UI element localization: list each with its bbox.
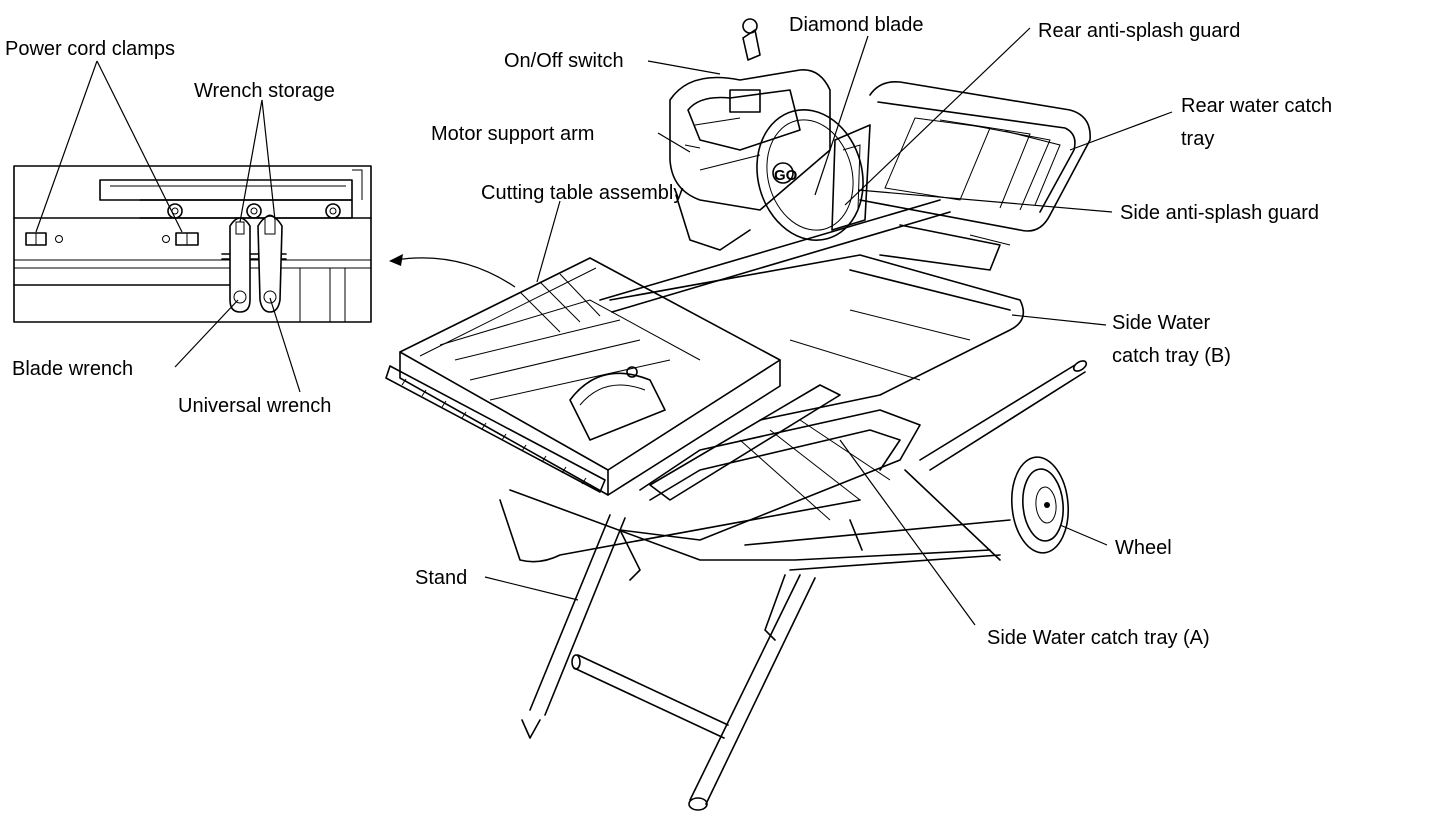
label-wrench-storage: Wrench storage xyxy=(194,80,335,102)
label-cutting-table-assembly: Cutting table assembly xyxy=(481,182,684,204)
water-catch-trays xyxy=(609,254,1025,541)
leader-lines xyxy=(35,27,1173,626)
diamond-blade: GO xyxy=(756,109,864,241)
label-side-water-catch-tray-b-line1: Side Water xyxy=(1112,312,1211,334)
label-rear-water-catch-tray-line2: tray xyxy=(1181,128,1215,150)
motor-assembly xyxy=(669,18,831,251)
label-side-anti-splash-guard: Side anti-splash guard xyxy=(1120,202,1320,224)
label-rear-anti-splash-guard: Rear anti-splash guard xyxy=(1038,20,1241,42)
label-side-water-catch-tray-a: Side Water catch tray (A) xyxy=(987,627,1210,649)
side-anti-splash-guard xyxy=(831,124,871,231)
blade-logo-text: GO xyxy=(774,167,798,184)
label-universal-wrench: Universal wrench xyxy=(178,395,332,417)
label-stand: Stand xyxy=(415,567,468,589)
label-diamond-blade: Diamond blade xyxy=(789,14,924,36)
rear-water-catch-tray xyxy=(859,80,1091,232)
tile-saw-machine: GO xyxy=(385,18,1091,811)
label-blade-wrench: Blade wrench xyxy=(12,358,134,380)
label-side-water-catch-tray-b-line2: catch tray (B) xyxy=(1112,345,1231,367)
detail-inset xyxy=(13,165,372,323)
stand-legs xyxy=(521,360,1088,811)
label-wheel: Wheel xyxy=(1115,537,1172,559)
detail-arrowhead xyxy=(389,254,403,266)
label-power-cord-clamps: Power cord clamps xyxy=(5,38,176,60)
detail-arrow xyxy=(394,257,516,288)
label-rear-water-catch-tray-line1: Rear water catch xyxy=(1181,95,1333,117)
label-on-off-switch: On/Off switch xyxy=(504,50,624,72)
label-motor-support-arm: Motor support arm xyxy=(431,123,595,145)
wheel xyxy=(1010,456,1070,554)
cutting-table-assembly xyxy=(385,257,781,496)
